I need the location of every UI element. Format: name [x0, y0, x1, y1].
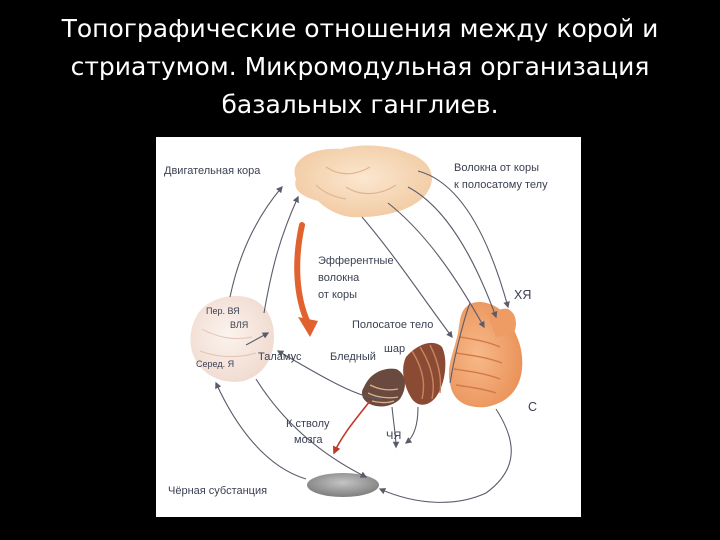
label-efferent-1: Эфферентные	[318, 255, 394, 267]
label-efferent-3: от коры	[318, 289, 357, 301]
basal-ganglia-figure: Двигательная кора Волокна от коры к поло…	[156, 137, 581, 517]
label-efferent-2: волокна	[318, 272, 360, 284]
label-pallidus-1: Бледный	[330, 351, 376, 363]
label-per-vya: Пер. ВЯ	[206, 306, 240, 316]
label-sered-ya: Серед. Я	[196, 359, 234, 369]
label-vlya: ВЛЯ	[230, 320, 248, 330]
label-cortex-fibers-2: к полосатому телу	[454, 179, 548, 191]
label-striatum: Полосатое тело	[352, 319, 433, 331]
label-c: С	[528, 400, 537, 414]
thalamus-shape	[190, 295, 274, 382]
label-chya: ЧЯ	[386, 430, 401, 442]
label-brainstem-1: К стволу	[286, 418, 330, 430]
title-line-3: базальных ганглиев.	[221, 90, 499, 119]
title-line-1: Топографические отношения между корой и	[61, 14, 659, 43]
label-brainstem-2: мозга	[294, 434, 323, 446]
diagram-canvas: Двигательная кора Волокна от коры к поло…	[164, 145, 548, 503]
striatum-shape	[448, 301, 523, 408]
label-cortex-fibers-1: Волокна от коры	[454, 162, 539, 174]
globus-pallidus-shape	[361, 342, 446, 407]
title-line-2: стриатумом. Микромодульная организация	[70, 52, 650, 81]
label-caudate: ХЯ	[514, 288, 531, 302]
motor-cortex-shape	[294, 145, 432, 218]
label-thalamus: Таламус	[258, 351, 302, 363]
brainstem-output-arrow	[332, 400, 371, 455]
label-substantia-nigra: Чёрная субстанция	[168, 485, 267, 497]
efferent-fibers-arrow	[294, 222, 318, 337]
connection-lines	[215, 170, 512, 503]
slide-title: Топографические отношения между корой и …	[0, 10, 720, 124]
substantia-nigra-shape	[307, 473, 379, 497]
label-motor-cortex: Двигательная кора	[164, 165, 261, 177]
label-pallidus-2: шар	[384, 343, 405, 355]
